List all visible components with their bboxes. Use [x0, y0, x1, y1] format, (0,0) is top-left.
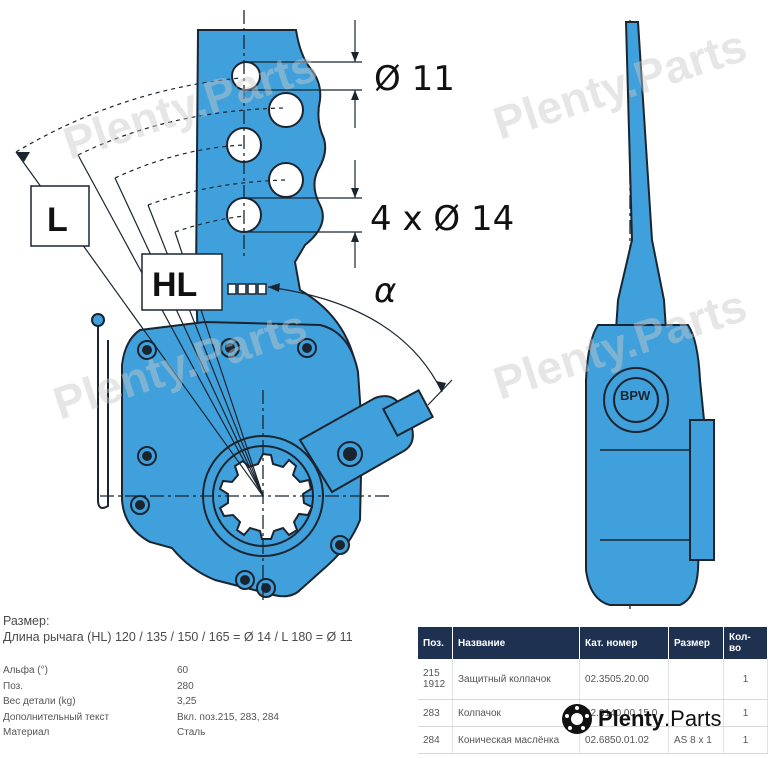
bpw-badge: BPW [620, 388, 651, 403]
cell-qty: 1 [723, 699, 768, 727]
watermark-2: Plenty.Parts [487, 19, 753, 150]
front-view [91, 29, 435, 598]
property-key: Поз. [3, 680, 23, 692]
col-header-pos: Поз. [418, 627, 453, 659]
size-line: Длина рычага (HL) 120 / 135 / 150 / 165 … [3, 630, 353, 644]
cell-name: Коническая маслёнка [452, 726, 580, 754]
cell-name: Защитный колпачок [452, 659, 580, 700]
property-key: Материал [3, 727, 50, 739]
parts-header-row: Поз. Название Кат. номер Размер Кол-во [418, 627, 768, 659]
table-row: 284 Коническая маслёнка 02.6850.01.02 AS… [418, 726, 768, 754]
property-row: Дополнительный текст Вкл. поз.215, 283, … [3, 710, 279, 726]
property-row: Материал Сталь [3, 725, 279, 741]
property-value: 280 [177, 680, 194, 692]
label-L: L [47, 201, 68, 239]
property-key: Вес детали (kg) [3, 696, 76, 708]
col-header-qty: Кол-во [723, 627, 768, 659]
adjuster-nut [381, 389, 435, 437]
side-view: BPW [585, 21, 715, 606]
property-value: 60 [177, 665, 189, 677]
parts-table: Поз. Название Кат. номер Размер Кол-во 2… [418, 627, 768, 754]
property-row: Поз. 280 [3, 679, 279, 695]
clip-pin [97, 322, 109, 509]
slack-adjuster-drawing: Ø 11 4 x Ø 14 α L HL BPW Plenty.Parts Pl… [15, 10, 753, 610]
hole-14-c [268, 162, 304, 198]
property-row: Альфа (°) 60 [3, 663, 279, 679]
cell-size: AS 8 x 1 [668, 726, 724, 754]
cell-pos: 215 1912 [418, 659, 453, 700]
size-heading: Размер: [3, 614, 50, 628]
cell-size [668, 699, 724, 727]
property-value: 3,25 [177, 696, 197, 708]
spline-bore [218, 452, 314, 540]
label-HL: HL [152, 266, 197, 304]
property-key: Альфа (°) [3, 665, 48, 677]
hole-14-a [268, 92, 304, 128]
logo-brand: Plenty [598, 706, 665, 731]
property-row: Вес детали (kg) 3,25 [3, 694, 279, 710]
cell-size [668, 659, 724, 700]
cell-pos: 284 [418, 726, 453, 754]
col-header-name: Название [452, 627, 580, 659]
plenty-parts-logo: Plenty.Parts [560, 701, 722, 737]
cell-qty: 1 [723, 659, 768, 700]
cell-number[interactable]: 02.6850.01.02 [579, 726, 669, 754]
cell-number[interactable]: 02.3505.20.00 [579, 659, 669, 700]
col-header-size: Размер [668, 627, 724, 659]
size-block: Размер: Длина рычага (HL) 120 / 135 / 15… [3, 613, 353, 645]
property-key: Дополнительный текст [3, 711, 110, 723]
label-L-box: L [30, 185, 90, 247]
dim-small-label: Ø 11 [374, 59, 455, 99]
logo-suffix: .Parts [664, 706, 722, 731]
table-row: 283 Колпачок 02.3140.00.15.0 1 [418, 699, 768, 727]
brake-disc-icon [562, 704, 592, 734]
alpha-label: α [374, 271, 396, 311]
cell-pos: 283 [418, 699, 453, 727]
cell-number[interactable]: 02.3140.00.15.0 [579, 699, 669, 727]
properties-table: Альфа (°) 60 Поз. 280 Вес детали (kg) 3,… [3, 663, 279, 741]
label-HL-box: HL [141, 253, 223, 311]
table-row: 215 1912 Защитный колпачок 02.3505.20.00… [418, 659, 768, 700]
dim-large-label: 4 x Ø 14 [370, 199, 514, 239]
cell-qty: 1 [723, 726, 768, 754]
col-header-number: Кат. номер [579, 627, 669, 659]
property-value: Вкл. поз.215, 283, 284 [177, 711, 279, 723]
property-value: Сталь [177, 727, 206, 739]
